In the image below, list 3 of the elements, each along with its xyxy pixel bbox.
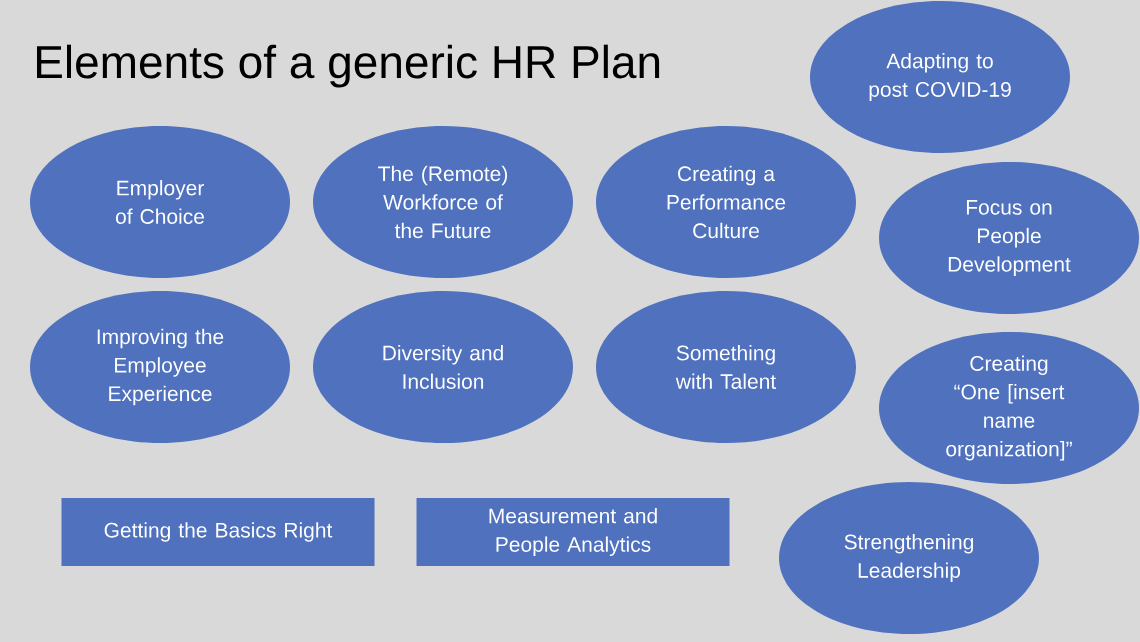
topic-box: Measurement and People Analytics <box>416 498 730 566</box>
title: Elements of a generic HR Plan <box>37 44 660 88</box>
topic-box: Getting the Basics Right <box>61 498 375 566</box>
